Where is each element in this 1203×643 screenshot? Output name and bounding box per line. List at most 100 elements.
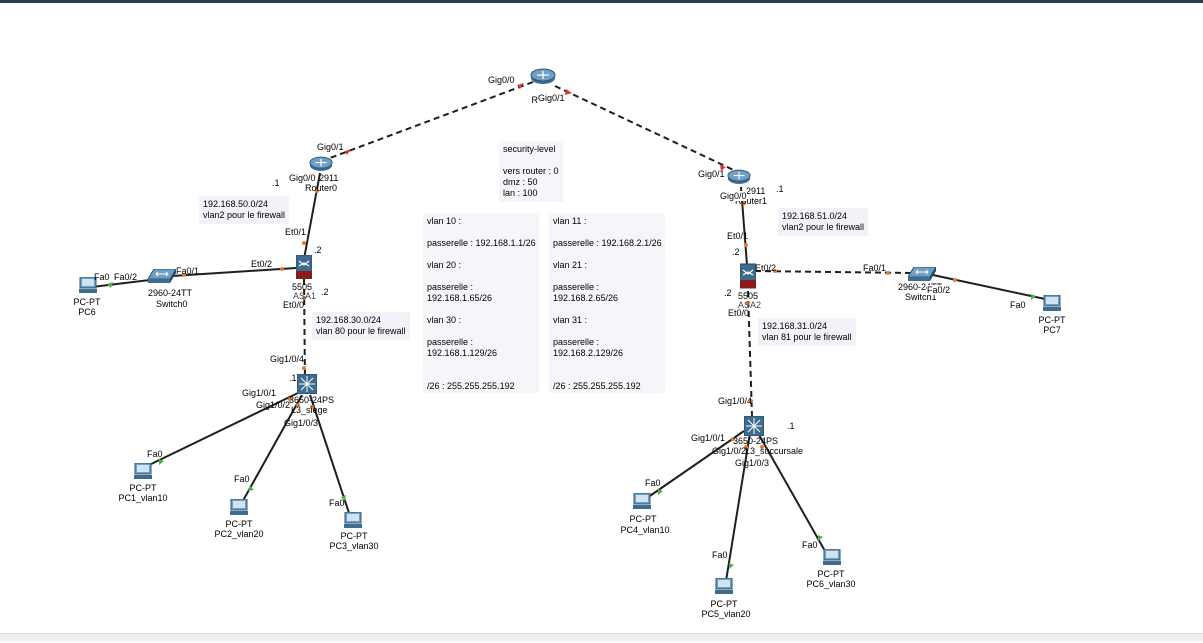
switch-icon[interactable]: [148, 269, 176, 283]
port-label: Gig1/0/3: [735, 458, 770, 468]
window-top-bar: [0, 0, 1203, 3]
port-label: Fa0: [94, 272, 110, 282]
firewall-icon[interactable]: [740, 263, 756, 289]
pc-icon[interactable]: [633, 493, 651, 510]
link-asa2-l3succursale[interactable]: [747, 290, 753, 417]
link-l3siege-pc3[interactable]: [309, 394, 351, 517]
port-label: Gig0/1: [317, 142, 344, 152]
port-label: Et0/2: [755, 263, 777, 273]
l3-succursale-label: L3_succursale: [745, 446, 804, 456]
firewall-name-label: ASA2: [738, 300, 762, 310]
pc-type-label: PC-PT: [817, 569, 845, 579]
pc-icon[interactable]: [823, 549, 841, 566]
port-status-dot: [749, 399, 753, 403]
port-label: Gig0/1: [698, 169, 725, 179]
link-isp-router0[interactable]: [321, 81, 534, 162]
port-label: Gig1/0/1: [691, 433, 726, 443]
link-asa1-l3siege[interactable]: [303, 278, 306, 384]
router-icon[interactable]: [309, 155, 333, 172]
port-label: Gig0/0: [488, 75, 515, 85]
pc-icon[interactable]: [1043, 295, 1061, 312]
port-label: Fa0/2: [927, 285, 951, 295]
port-label: Fa0: [645, 478, 661, 488]
router-model-label: 2911: [319, 173, 339, 183]
subnet-note-right-wan[interactable]: 192.168.51.0/24 vlan2 pour le firewall: [778, 208, 869, 236]
link-isp-router1[interactable]: [554, 85, 741, 174]
port-label: Fa0: [802, 540, 818, 550]
port-status-dot: [288, 397, 292, 401]
pc-name-label: PC4_vlan10: [620, 525, 670, 535]
pc-name-label: PC6: [78, 307, 96, 317]
pc-name-label: PC2_vlan20: [214, 529, 264, 539]
subnet-note-right-lan[interactable]: 192.168.31.0/24 vlan 81 pour le firewall: [758, 318, 856, 346]
link-switch0-pc6[interactable]: [91, 279, 151, 288]
port-label: Fa0: [147, 449, 163, 459]
ip-host-label: .2: [314, 245, 322, 255]
switch0-label: Switch0: [156, 299, 188, 309]
links-layer: [91, 81, 1046, 582]
multilayer-switch-icon[interactable]: [297, 374, 317, 394]
router-icon[interactable]: [727, 168, 751, 185]
port-status-dot: [746, 301, 750, 305]
link-asa2-switch1[interactable]: [754, 270, 913, 274]
logical-workspace[interactable]: Router 2911 Gig0/0 Gig0/1 2911 Router0 G…: [0, 3, 1203, 633]
pc-icon[interactable]: [715, 578, 733, 595]
port-status-up: [1031, 294, 1036, 300]
port-label: Gig1/0/1: [242, 388, 277, 398]
port-status-dot: [302, 241, 306, 245]
switch-model-label: 2960-24TT: [148, 288, 193, 298]
port-label: Et0/1: [727, 231, 749, 241]
link-router0-asa1[interactable]: [303, 172, 321, 260]
pc-icon[interactable]: [134, 463, 152, 480]
link-asa1-switch0[interactable]: [171, 267, 297, 277]
ip-host-label: .1: [289, 373, 297, 383]
pc-type-label: PC-PT: [225, 519, 253, 529]
port-status-dot: [296, 403, 300, 407]
link-l3succ-pc5[interactable]: [725, 432, 751, 582]
l3-model-label: 3650-24PS: [289, 395, 335, 405]
port-label: Et0/2: [251, 259, 273, 269]
port-status-up: [248, 486, 254, 491]
port-label: Fa0: [1010, 300, 1026, 310]
link-l3succ-pc4[interactable]: [643, 430, 745, 501]
pc-icon[interactable]: [344, 512, 362, 529]
port-label: Fa0: [234, 474, 250, 484]
firewall-model-label: 5505: [738, 291, 759, 301]
pc-type-label: PC-PT: [629, 514, 657, 524]
subnet-note-left-wan[interactable]: 192.168.50.0/24 vlan2 pour le firewall: [199, 196, 290, 224]
port-status-up: [107, 282, 113, 288]
port-label: Fa0/1: [863, 263, 887, 273]
port-label: Gig1/0/2: [712, 446, 747, 456]
note-vlans-succursale[interactable]: vlan 11 : passerelle : 192.168.2.1/26 vl…: [549, 213, 665, 393]
multilayer-switch-icon[interactable]: [744, 416, 764, 436]
link-l3siege-pc1[interactable]: [144, 392, 299, 468]
router0-label: Router0: [304, 183, 338, 193]
firewall-icon[interactable]: [296, 255, 312, 279]
switch-icon[interactable]: [908, 267, 936, 281]
port-status-up: [341, 495, 346, 501]
port-label: Gig1/0/4: [718, 396, 753, 406]
subnet-note-left-lan[interactable]: 192.168.30.0/24 vlan 80 pour le firewall: [312, 312, 410, 340]
link-l3succ-pc6[interactable]: [757, 432, 826, 552]
port-label: Gig1/0/2: [256, 400, 291, 410]
port-status-dot: [302, 366, 306, 370]
link-switch1-pc7[interactable]: [932, 274, 1046, 300]
pc-icon[interactable]: [79, 277, 97, 294]
port-status-up: [658, 489, 663, 495]
port-label: Gig0/0: [720, 191, 747, 201]
note-vlans-siege[interactable]: vlan 10 : passerelle : 192.168.1.1/26 vl…: [423, 213, 539, 393]
port-label: Fa0: [329, 498, 345, 508]
port-label: Fa0/1: [176, 266, 200, 276]
port-status-up: [159, 459, 164, 465]
pc-name-label: PC1_vlan10: [118, 493, 168, 503]
port-label: Et0/1: [285, 227, 307, 237]
ip-host-label: .1: [272, 178, 280, 188]
port-status-up: [729, 563, 734, 569]
firewall-name-label: ASA1: [293, 291, 317, 301]
switch1-label: Switch1: [905, 292, 937, 302]
port-status-dot: [280, 267, 284, 271]
pc-icon[interactable]: [230, 499, 248, 516]
pc-name-label: PC5_vlan20: [701, 609, 751, 619]
note-security-level[interactable]: security-level vers router : 0 dmz : 50 …: [499, 141, 563, 202]
router-icon[interactable]: [530, 67, 556, 85]
